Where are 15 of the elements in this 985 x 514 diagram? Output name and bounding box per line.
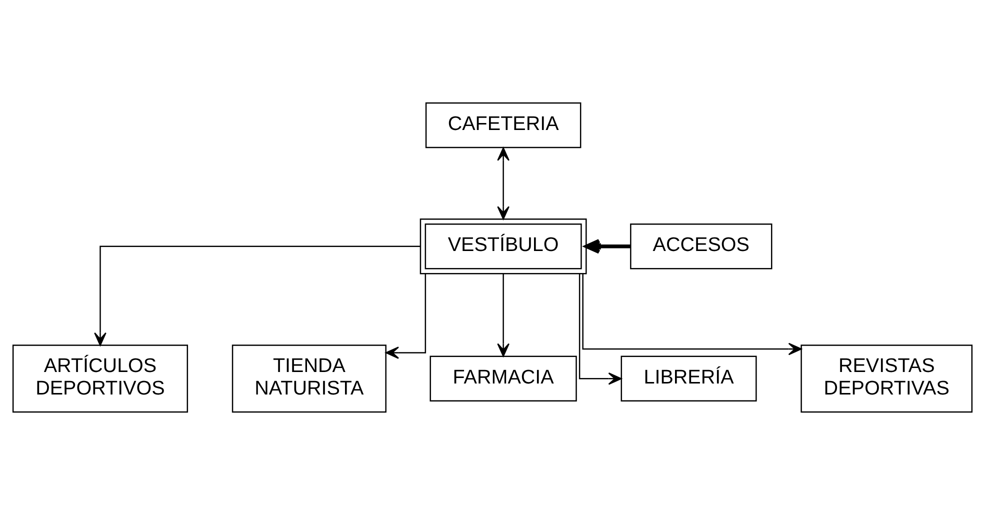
arrow [582, 273, 802, 355]
node-box: TIENDA NATURISTA [232, 344, 386, 412]
arrow [497, 146, 510, 220]
node-box: ARTÍCULOS DEPORTIVOS [12, 344, 188, 412]
node-box: LIBRERÍA [620, 355, 757, 402]
node-box: ACCESOS [630, 223, 772, 269]
node-box: FARMACIA [430, 355, 577, 402]
arrow [497, 273, 510, 356]
arrow [584, 238, 630, 254]
node-box: CAFETERIA [425, 102, 582, 148]
node-box: VESTÍBULO [420, 218, 587, 274]
arrow [578, 273, 622, 384]
arrow [385, 273, 426, 358]
node-box: REVISTAS DEPORTIVAS [800, 344, 973, 412]
arrow [94, 245, 420, 346]
